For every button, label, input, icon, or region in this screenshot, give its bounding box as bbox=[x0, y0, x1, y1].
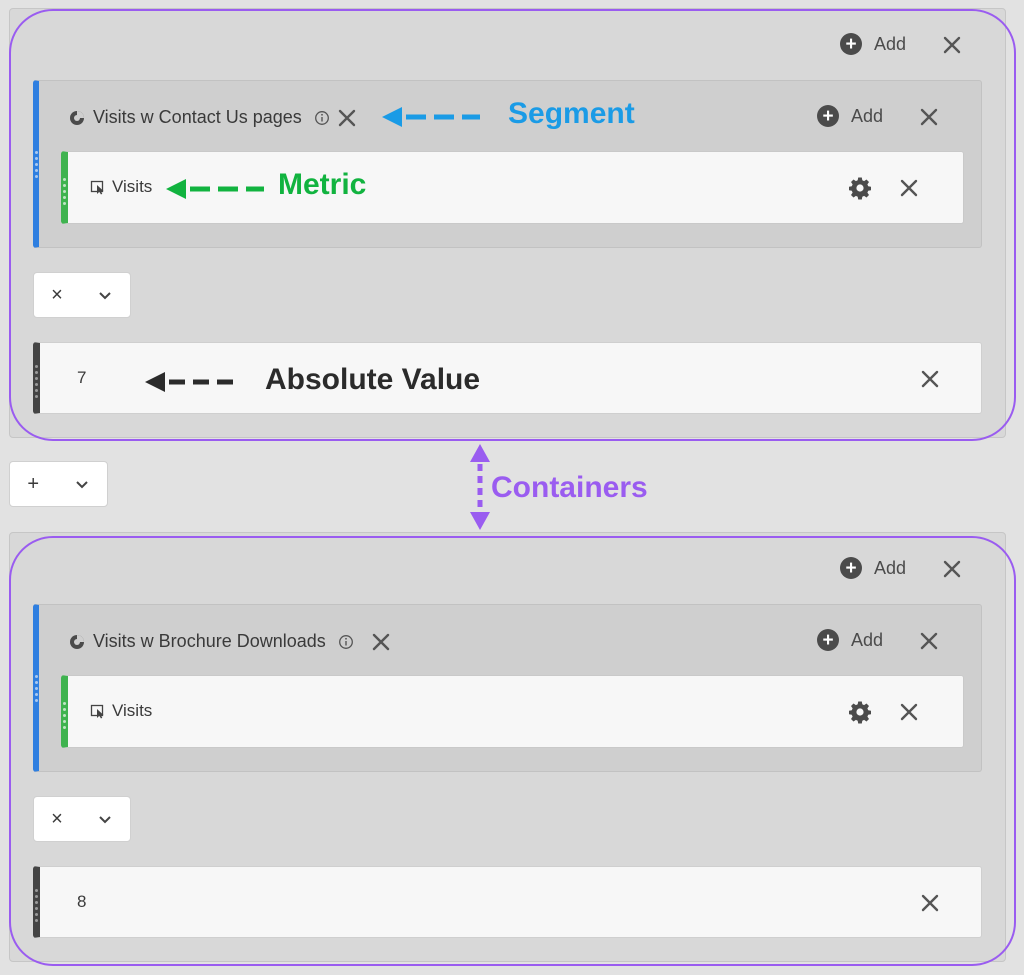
segment-close-button[interactable] bbox=[917, 105, 941, 129]
absolute-value[interactable]: 7 bbox=[77, 368, 87, 387]
plus-circle-icon: + bbox=[840, 33, 862, 55]
metric-remove-button[interactable] bbox=[897, 700, 921, 724]
value-row: 7 bbox=[33, 342, 982, 414]
segment-icon bbox=[70, 110, 84, 125]
metric-block: Visits bbox=[61, 151, 964, 224]
chevron-down-icon bbox=[99, 816, 111, 824]
segment-annotation: Segment bbox=[508, 97, 635, 130]
segment-remove-button[interactable] bbox=[369, 630, 393, 654]
container-add-button[interactable]: + Add bbox=[840, 33, 906, 55]
value-row: 8 bbox=[33, 866, 982, 938]
metric-block: Visits bbox=[61, 675, 964, 748]
combine-operator-select[interactable]: + bbox=[9, 461, 108, 507]
close-icon bbox=[921, 894, 939, 912]
segment-add-button[interactable]: + Add bbox=[817, 629, 883, 651]
close-icon bbox=[920, 632, 938, 650]
segment-name: Visits w Brochure Downloads bbox=[93, 631, 326, 651]
metric-remove-button[interactable] bbox=[897, 176, 921, 200]
drag-handle-icon[interactable] bbox=[35, 889, 38, 922]
segment-name: Visits w Contact Us pages bbox=[93, 107, 302, 127]
value-remove-button[interactable] bbox=[918, 891, 942, 915]
segment-add-label: Add bbox=[851, 105, 884, 126]
close-icon bbox=[943, 36, 961, 54]
close-icon bbox=[900, 179, 918, 197]
drag-handle-icon[interactable] bbox=[63, 702, 66, 729]
close-icon bbox=[943, 560, 961, 578]
drag-handle-icon[interactable] bbox=[35, 365, 38, 398]
container-remove-button[interactable] bbox=[940, 33, 964, 57]
segment-block: Visits w Brochure Downloads + Add Visits bbox=[33, 604, 982, 772]
segment-remove-button[interactable] bbox=[335, 106, 359, 130]
metric-name: Visits bbox=[112, 701, 153, 720]
operator-symbol: × bbox=[51, 283, 63, 306]
segment-title[interactable]: Visits w Brochure Downloads bbox=[69, 631, 354, 652]
value-remove-button[interactable] bbox=[918, 367, 942, 391]
metric-label[interactable]: Visits bbox=[90, 177, 152, 197]
plus-circle-icon: + bbox=[840, 557, 862, 579]
container-2: + Add Visits w Brochure Downloads + Add … bbox=[9, 532, 1006, 962]
close-icon bbox=[372, 633, 390, 651]
container-add-label: Add bbox=[874, 557, 907, 578]
container-remove-button[interactable] bbox=[940, 557, 964, 581]
containers-arrow bbox=[470, 444, 490, 530]
close-icon bbox=[920, 108, 938, 126]
container-add-label: Add bbox=[874, 33, 907, 54]
absolute-value[interactable]: 8 bbox=[77, 892, 87, 911]
containers-annotation: Containers bbox=[491, 471, 648, 504]
absolute-value-arrow bbox=[145, 372, 241, 392]
drag-handle-icon[interactable] bbox=[35, 675, 38, 702]
metric-arrow bbox=[166, 179, 264, 199]
close-icon bbox=[921, 370, 939, 388]
metric-icon bbox=[90, 180, 104, 195]
gear-icon[interactable] bbox=[848, 700, 872, 724]
segment-icon bbox=[70, 634, 84, 649]
metric-name: Visits bbox=[112, 177, 153, 196]
metric-icon bbox=[90, 704, 104, 719]
drag-handle-icon[interactable] bbox=[35, 151, 38, 178]
info-icon[interactable] bbox=[338, 634, 354, 650]
metric-label[interactable]: Visits bbox=[90, 701, 152, 721]
plus-circle-icon: + bbox=[817, 105, 839, 127]
absolute-value-annotation: Absolute Value bbox=[265, 363, 481, 396]
chevron-down-icon bbox=[99, 292, 111, 300]
chevron-down-icon bbox=[75, 481, 88, 489]
segment-block: Visits w Contact Us pages + Add Visits bbox=[33, 80, 982, 248]
metric-annotation: Metric bbox=[278, 168, 367, 201]
operator-symbol: × bbox=[51, 807, 63, 830]
close-icon bbox=[900, 703, 918, 721]
info-icon[interactable] bbox=[314, 110, 330, 126]
operator-select[interactable]: × bbox=[33, 272, 131, 318]
operator-select[interactable]: × bbox=[33, 796, 131, 842]
segment-arrow bbox=[382, 107, 480, 127]
drag-handle-icon[interactable] bbox=[63, 178, 66, 205]
close-icon bbox=[338, 109, 356, 127]
segment-add-label: Add bbox=[851, 629, 884, 650]
segment-close-button[interactable] bbox=[917, 629, 941, 653]
segment-add-button[interactable]: + Add bbox=[817, 105, 883, 127]
segment-title[interactable]: Visits w Contact Us pages bbox=[69, 107, 330, 128]
container-add-button[interactable]: + Add bbox=[840, 557, 906, 579]
combine-operator-symbol: + bbox=[27, 472, 40, 495]
gear-icon[interactable] bbox=[848, 176, 872, 200]
container-1: + Add Visits w Contact Us pages + Add Vi… bbox=[9, 8, 1006, 438]
plus-circle-icon: + bbox=[817, 629, 839, 651]
